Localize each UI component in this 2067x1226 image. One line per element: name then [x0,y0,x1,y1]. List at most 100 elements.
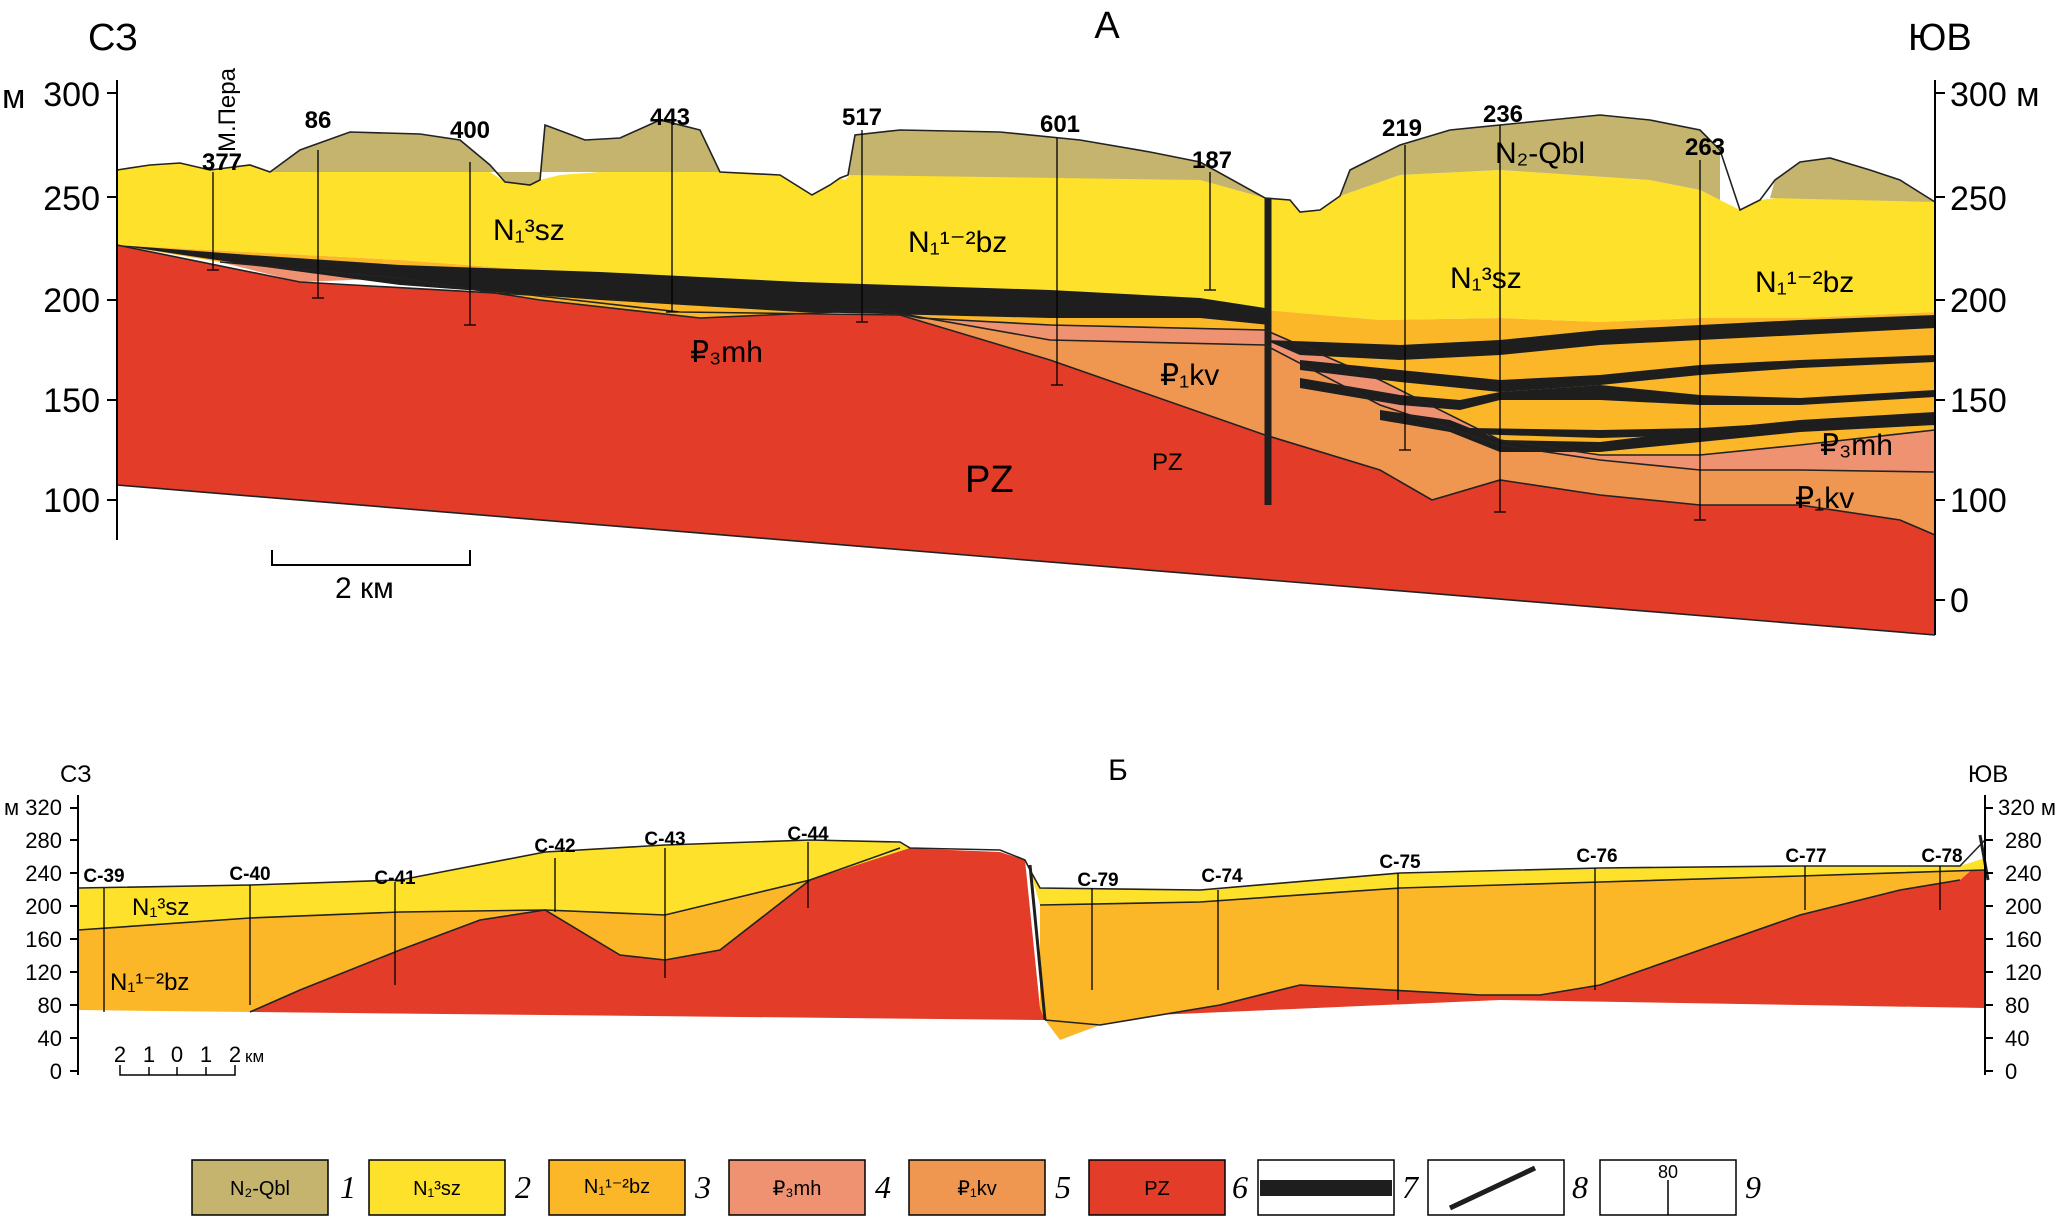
well-377: 377 [202,149,242,176]
right-tick-150: 150 [1950,382,2007,420]
qbl-layer-a [270,120,720,185]
sz-layer-b-right [1030,858,1985,905]
scale-label-a: 2 км [335,572,394,605]
legend-num-2: 2 [515,1169,531,1205]
scale-bar-a [271,550,471,566]
surface-line-a [116,114,1936,213]
place-name-label: М.Пера [214,67,241,152]
coal-seam-a4 [1300,378,1935,410]
unit-pz-a-small: PZ [1152,449,1183,476]
scale-b-unit: км [245,1047,264,1066]
pz-top-line-b [249,847,901,1013]
sz-base-line-b-right [1039,869,1986,906]
well-517: 517 [842,104,882,131]
right-tick-b-40: 40 [2005,1026,2029,1051]
right-tick-200: 200 [1950,282,2007,320]
legend-swatch-2 [368,1159,506,1216]
left-tick-b-240: 240 [25,861,62,886]
section-a-letter: А [1094,5,1120,47]
legend-label-4: ₽₃mh [773,1178,822,1200]
legend [191,1159,1737,1216]
left-tick-b-160: 160 [25,927,62,952]
coal-seam-a6 [1470,422,1800,438]
left-tick-b-40: 40 [38,1026,62,1051]
right-tick-b-120: 120 [2005,960,2042,985]
legend-swatch-4 [728,1159,866,1216]
wells-a [207,125,1706,521]
unit-sz-a-left: N₁³sz [493,214,565,247]
well-c39: С-39 [83,866,124,887]
well-400: 400 [450,117,490,144]
right-tick-0: 0 [1950,582,1969,620]
well-86: 86 [305,107,332,134]
legend-label-6: PZ [1144,1178,1170,1200]
left-tick-150: 150 [43,382,100,420]
fault-line-b [1028,864,1047,1021]
right-tick-b-240: 240 [2005,861,2042,886]
left-unit-a: м [2,78,25,116]
legend-num-9: 9 [1745,1169,1761,1205]
legend-label-2: N₁³sz [413,1178,461,1200]
right-tick-b-0: 0 [2005,1059,2017,1084]
left-unit-b: м 320 [4,795,62,820]
unit-pz-a-big: PZ [965,459,1014,501]
legend-swatch-5 [908,1159,1046,1216]
left-tick-b-280: 280 [25,828,62,853]
coal-seam-a3 [1300,355,1935,392]
well-c40: С-40 [229,864,270,885]
coal-seam-a5 [1380,410,1935,452]
legend-label-3: N₁¹⁻²bz [584,1176,650,1198]
left-tick-100: 100 [43,482,100,520]
scale-b-n2: 0 [171,1042,183,1067]
well-443: 443 [650,104,690,131]
scale-b-n4: 2 [229,1042,241,1067]
well-c76: С-76 [1576,846,1617,867]
scale-b-n3: 1 [200,1042,212,1067]
left-tick-b-120: 120 [25,960,62,985]
well-c79: С-79 [1077,870,1118,891]
well-236: 236 [1483,101,1523,128]
coal-seam-a2 [1265,315,1935,360]
pz-top-line-a [116,244,1936,536]
well-c75: С-75 [1379,852,1421,873]
right-tick-300: 300 м [1950,76,2040,114]
mh-top-line-a [219,261,1936,456]
legend-num-6: 6 [1232,1169,1248,1205]
section-b-letter: Б [1108,754,1128,787]
unit-mh-a-left: ₽₃mh [690,336,763,369]
pz-base-line-a [116,484,1936,636]
unit-sz-b: N₁³sz [132,894,189,921]
well-c41: С-41 [374,868,416,889]
dir-se-b: ЮВ [1968,761,2008,788]
bz-layer-b [78,880,810,1012]
dir-se-a: ЮВ [1908,17,1972,59]
section-a [107,80,1945,636]
right-tick-b-200: 200 [2005,894,2042,919]
legend-num-8: 8 [1572,1169,1588,1205]
well-187: 187 [1192,147,1232,174]
well-c78: С-78 [1921,846,1962,867]
well-c44: С-44 [787,824,829,845]
pz-top-line-b-right [1044,879,1961,1026]
unit-kv-a-right: ₽₁kv [1795,482,1854,515]
sz-layer-b [78,840,910,930]
sz-layer-a [117,160,1935,322]
unit-mh-a-right: ₽₃mh [1820,429,1893,462]
legend-swatch-1 [191,1159,329,1216]
legend-num-1: 1 [340,1169,356,1205]
well-c43: С-43 [644,829,685,850]
well-601: 601 [1040,111,1080,138]
legend-label-9: 80 [1658,1162,1678,1182]
unit-kv-a-left: ₽₁kv [1160,359,1219,392]
well-c77: С-77 [1785,846,1826,867]
unit-bz-b: N₁¹⁻²bz [110,969,189,996]
right-tick-b-280: 280 [2005,828,2042,853]
left-tick-200: 200 [43,282,100,320]
unit-bz-a-right: N₁¹⁻²bz [1755,266,1854,299]
pz-layer-b [250,848,1985,1020]
legend-num-7: 7 [1402,1169,1420,1205]
section-b [70,795,1993,1076]
legend-num-4: 4 [875,1169,891,1205]
wells-b [103,842,1941,1012]
legend-num-5: 5 [1055,1169,1071,1205]
